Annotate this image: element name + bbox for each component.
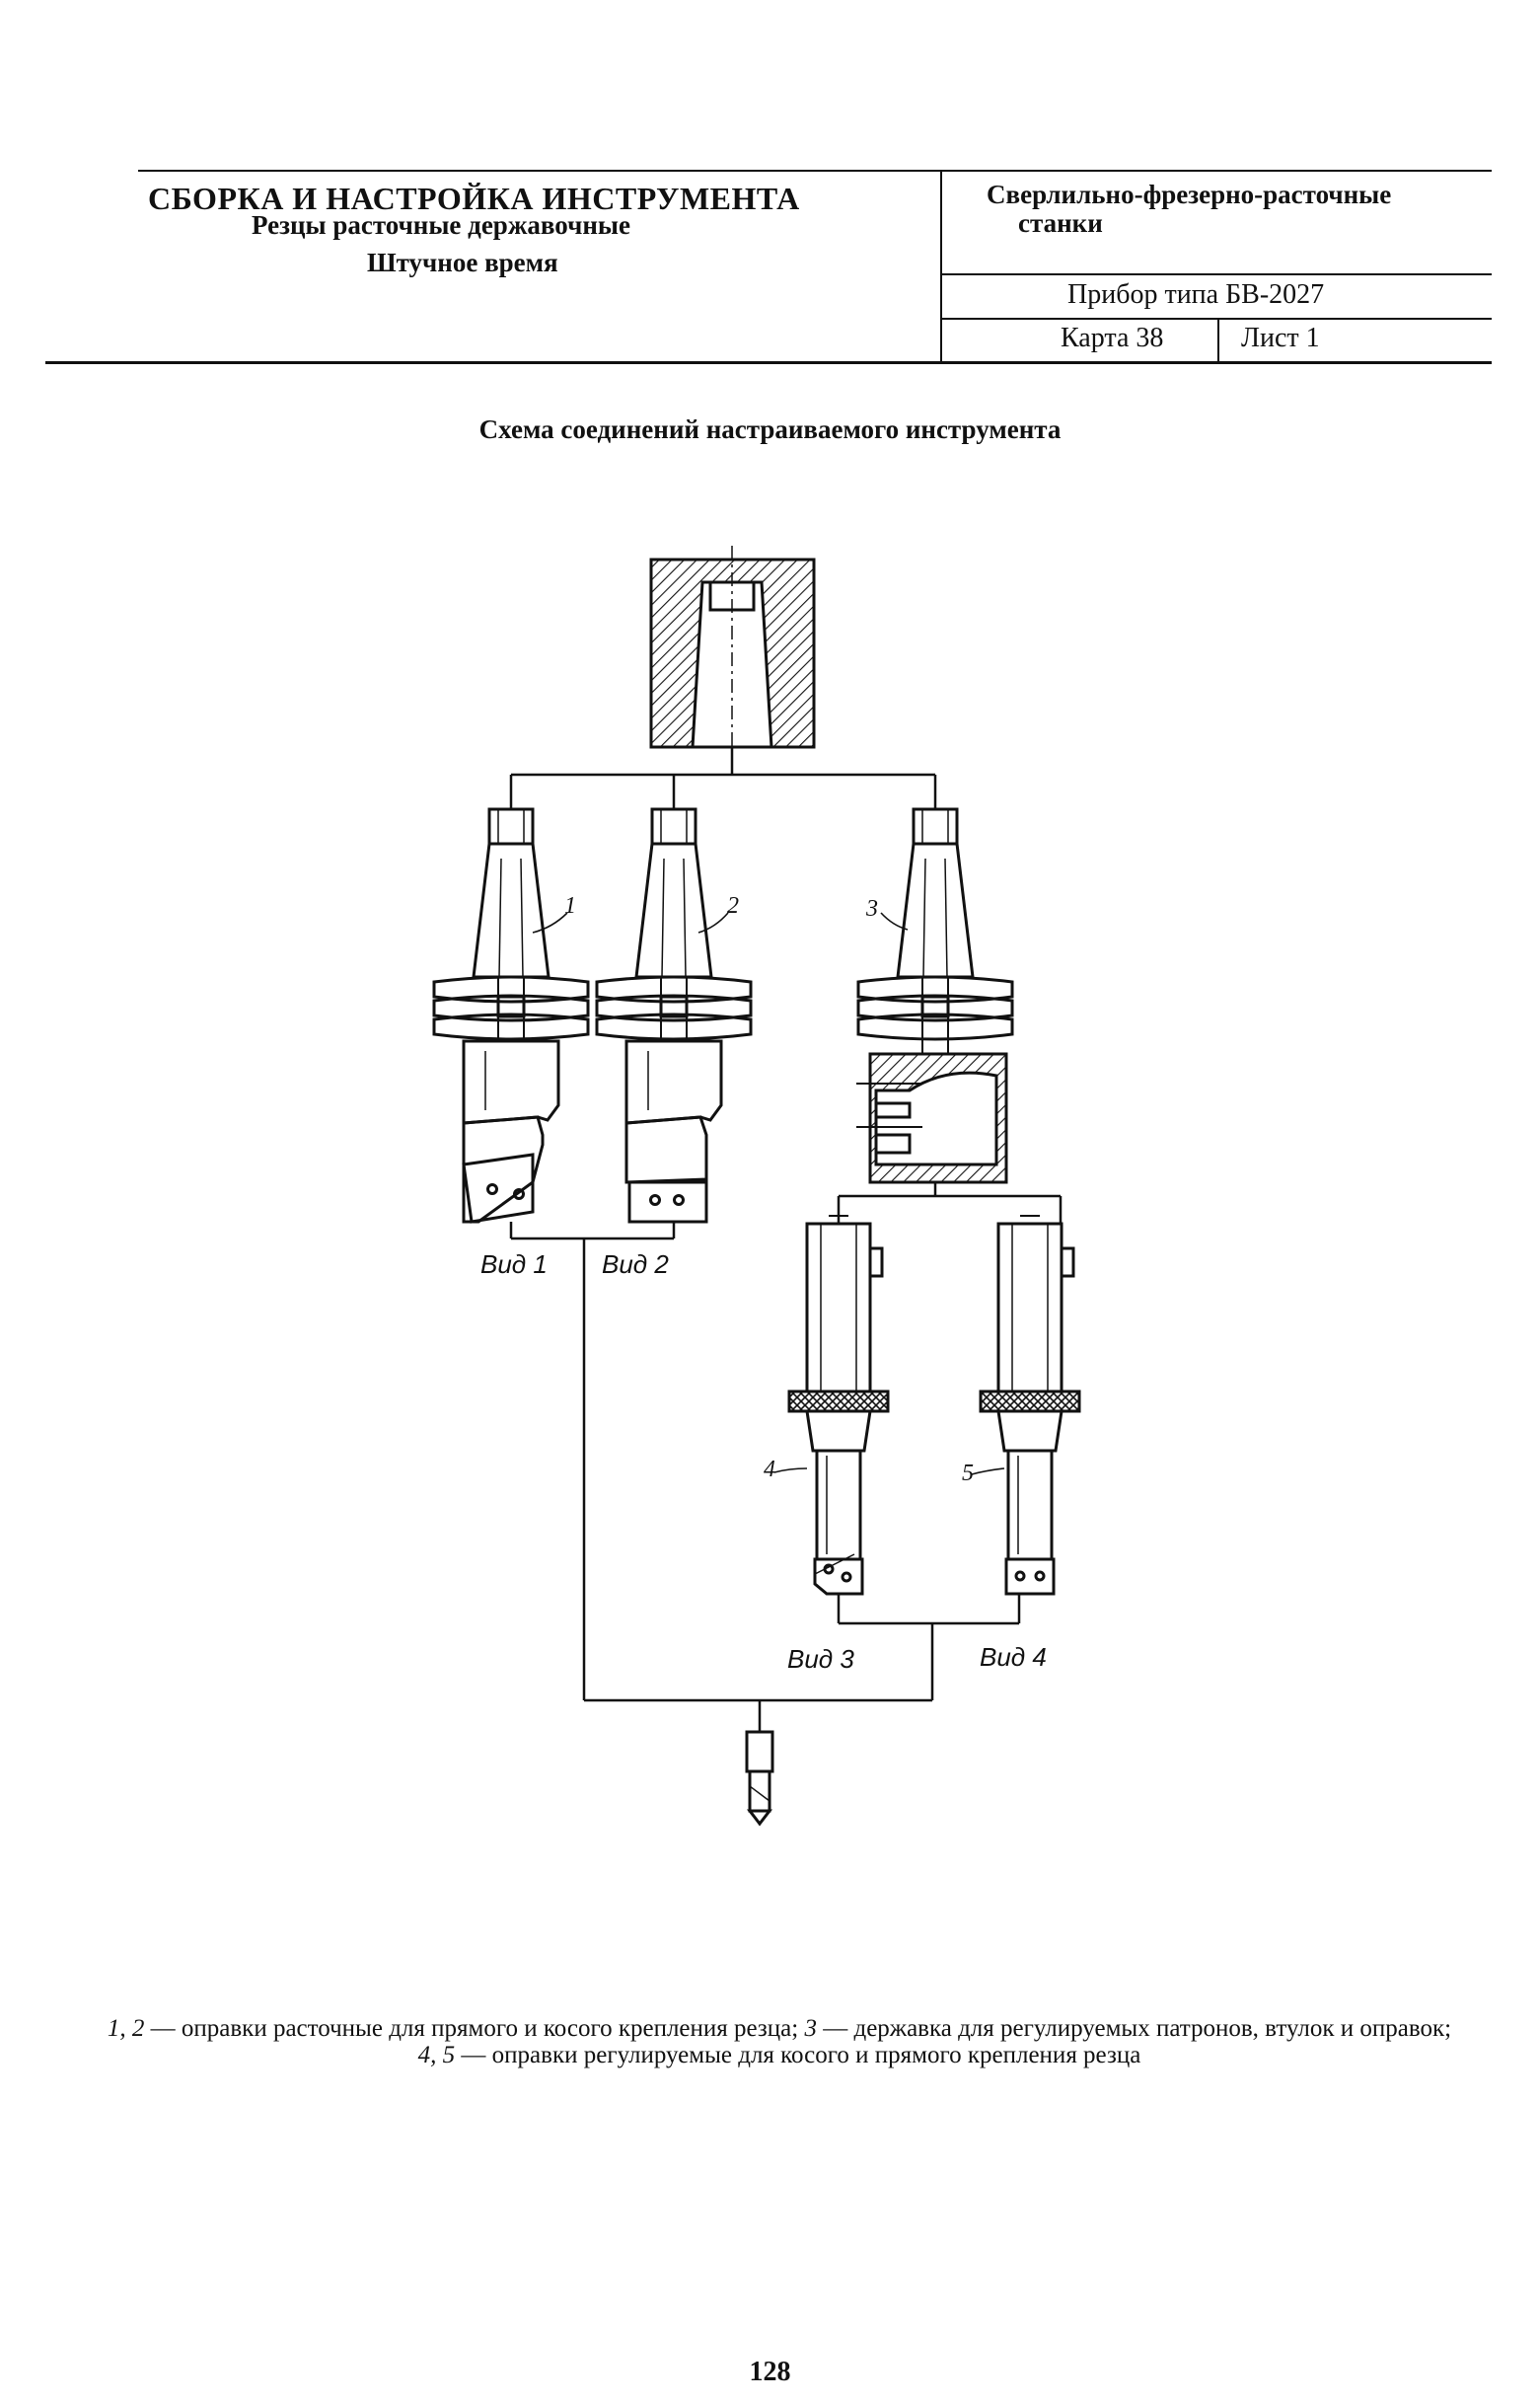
header-bottom-rule <box>45 361 1492 364</box>
tool-connection-diagram: 1 2 3 4 5 Вид 1 Вид 2 Вид 3 Вид 4 <box>432 546 1081 1827</box>
boring-arbor-2 <box>595 807 753 1224</box>
header-cell-divider <box>1217 318 1219 363</box>
caption-number-3: 3 <box>804 2015 817 2042</box>
header-row-rule-2 <box>940 318 1492 320</box>
adjustable-arbor-4 <box>787 1215 890 1596</box>
machine-type-line2: станки <box>1018 208 1103 238</box>
holder-3 <box>856 807 1014 1184</box>
scheme-title: Схема соединений настраиваемого инструме… <box>478 414 1062 444</box>
figure-caption: 1, 2 — оправки расточные для прямого и к… <box>99 2015 1460 2068</box>
page-number: 128 <box>749 2357 791 2387</box>
view-label-4: Вид 4 <box>980 1642 1047 1672</box>
document-subtitle: Резцы расточные державочные <box>252 210 630 240</box>
document-title: СБОРКА И НАСТРОЙКА ИНСТРУМЕНТА <box>148 181 800 216</box>
callout-3: 3 <box>865 896 878 922</box>
view-label-3: Вид 3 <box>787 1644 854 1674</box>
document-subtitle-time: Штучное время <box>367 248 558 277</box>
machine-type: Сверлильно-фрезерно-расточные станки <box>987 181 1490 238</box>
sheet-number: Лист 1 <box>1241 323 1320 353</box>
caption-text-1-2: — оправки расточные для прямого и косого… <box>144 2015 805 2042</box>
boring-arbor-1 <box>432 807 590 1224</box>
callout-5: 5 <box>962 1461 974 1486</box>
adjustable-arbor-5 <box>979 1215 1081 1596</box>
connection-lines <box>509 747 1063 1732</box>
view-label-1: Вид 1 <box>480 1249 548 1279</box>
view-label-2: Вид 2 <box>602 1249 669 1279</box>
caption-numbers-4-5: 4, 5 <box>417 2042 456 2068</box>
device-type: Прибор типа БВ-2027 <box>1067 279 1325 310</box>
callout-leaders <box>532 912 1005 1475</box>
spindle-socket <box>649 546 816 770</box>
header-row-rule-1 <box>940 273 1492 275</box>
header-divider <box>940 170 942 363</box>
callout-4: 4 <box>764 1457 775 1482</box>
machine-type-line1: Сверлильно-фрезерно-расточные <box>987 180 1392 209</box>
card-number: Карта 38 <box>1061 323 1164 353</box>
caption-numbers-1-2: 1, 2 <box>107 2015 145 2042</box>
callout-1: 1 <box>564 893 576 919</box>
callout-2: 2 <box>727 893 739 919</box>
header-top-rule <box>138 170 1492 172</box>
caption-text-4-5: — оправки регулируемые для косого и прям… <box>455 2042 1141 2068</box>
gauge-probe <box>745 1730 774 1827</box>
caption-text-3: — державка для регулируемых патронов, вт… <box>816 2015 1452 2042</box>
